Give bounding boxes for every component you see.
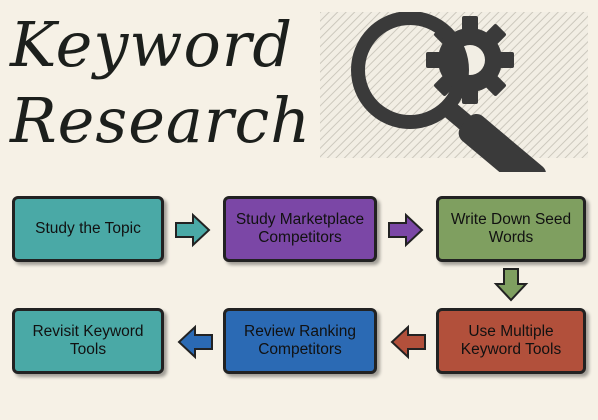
step-2-label: Study Marketplace Competitors — [235, 211, 365, 246]
title-line-2: Research — [10, 84, 312, 157]
arrow-step-2-to-3 — [388, 212, 424, 248]
step-5-box: Review Ranking Competitors — [223, 308, 377, 374]
step-4-label: Use Multiple Keyword Tools — [460, 323, 562, 358]
arrow-step-5-to-6 — [177, 324, 213, 360]
arrow-step-1-to-2 — [175, 212, 211, 248]
magnifier-with-gear-icon — [320, 12, 588, 172]
step-1-box: Study the Topic — [12, 196, 164, 262]
step-6-box: Revisit Keyword Tools — [12, 308, 164, 374]
step-2-box: Study Marketplace Competitors — [223, 196, 377, 262]
step-1-label: Study the Topic — [35, 220, 141, 238]
title-line-1: Keyword — [10, 8, 294, 81]
arrow-step-3-to-4 — [493, 268, 529, 302]
step-6-label: Revisit Keyword Tools — [32, 323, 144, 358]
step-4-box: Use Multiple Keyword Tools — [436, 308, 586, 374]
step-3-label: Write Down Seed Words — [450, 211, 572, 246]
step-3-box: Write Down Seed Words — [436, 196, 586, 262]
step-5-label: Review Ranking Competitors — [244, 323, 356, 358]
arrow-step-4-to-5 — [390, 324, 426, 360]
